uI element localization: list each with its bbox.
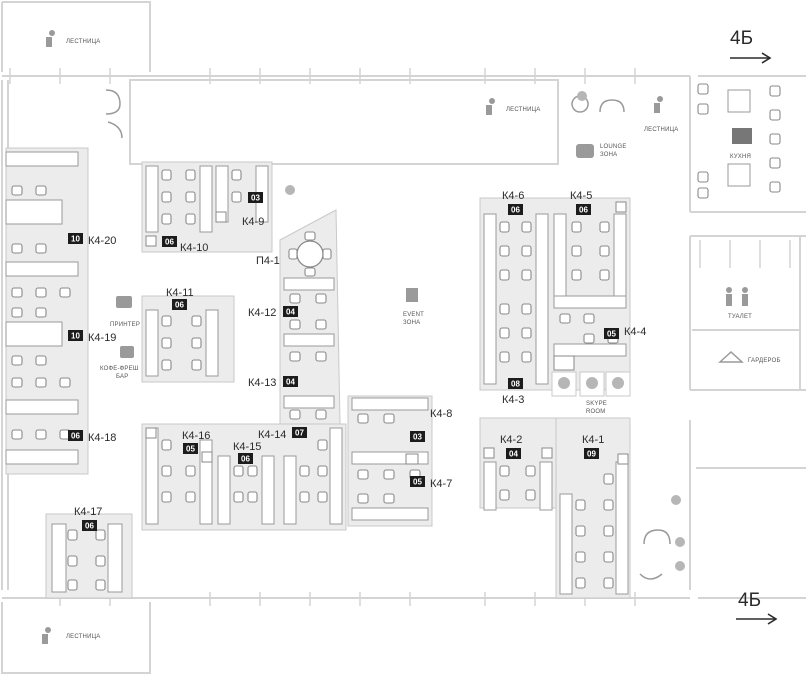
exit-label: 4Б [738,590,761,611]
room-label-k4-8[interactable]: К4-8 [430,408,452,420]
desk-count-text: 07 [295,429,304,438]
desk-count-badge: 08 [508,378,523,389]
desk-count-badge: 06 [508,204,523,215]
exit-arrow-icon [730,52,778,625]
printer-label: ПРИНТЕР [110,322,140,328]
lounge-icon [576,144,594,158]
desk-count-text: 06 [165,238,174,247]
desk-count-text: 05 [607,330,616,339]
printer-icon [116,296,132,308]
desk-count-badge: 06 [172,299,187,310]
skype-pods [551,371,631,397]
desk-count-text: 09 [587,450,596,459]
desk-count-badge: 10 [68,233,83,244]
desk-count-badge: 07 [292,427,307,438]
room-label-k4-19[interactable]: К4-19 [88,332,116,344]
room-label-k4-18[interactable]: К4-18 [88,432,116,444]
desk-count-badge: 06 [68,430,83,441]
room-label-k4-14[interactable]: К4-14 [258,429,286,441]
exit-label: 4Б [730,28,753,49]
stairs-icon [654,96,663,113]
desk-count-badge: 04 [283,306,298,317]
stairs-icon [46,30,55,47]
room-label-k4-2[interactable]: К4-2 [500,434,522,446]
desk-count-text: 06 [579,206,588,215]
room-label-k4-15[interactable]: К4-15 [233,441,261,453]
desk-count-text: 06 [71,432,80,441]
desk-count-text: 03 [413,433,422,442]
desk-count-badge: 03 [410,431,425,442]
desk-count-text: 05 [413,478,422,487]
stairs-label: ЛЕСТНИЦА [506,107,540,113]
room-label-k4-11[interactable]: К4-11 [166,287,194,299]
furniture [5,83,781,595]
desk-count-text: 04 [286,308,295,317]
desk-count-text: 04 [286,378,295,387]
toilet-label: ТУАЛЕТ [728,314,752,320]
desk-count-text: 10 [71,235,80,244]
hanger-icon [718,350,744,363]
desk-count-badge: 06 [576,204,591,215]
desk-count-badge: 06 [82,520,97,531]
desk-count-text: 04 [509,450,518,459]
desk-count-text: 10 [71,332,80,341]
desk-count-text: 06 [175,301,184,310]
desk-count-badge: 04 [506,448,521,459]
toilet-icon [726,287,748,306]
coffee-icon [120,346,134,358]
desk-count-text: 06 [85,522,94,531]
stairs-label: ЛЕСТНИЦА [66,39,100,45]
room-label-k4-16[interactable]: К4-16 [182,430,210,442]
desk-count-badge: 05 [604,328,619,339]
stairs-icon [42,627,51,644]
desk-count-badge: 09 [584,448,599,459]
room-label-k4-9[interactable]: К4-9 [242,216,264,228]
stairs-label: ЛЕСТНИЦА [66,634,100,640]
lectern-icon [406,288,418,302]
room-label-k4-12[interactable]: К4-12 [248,307,276,319]
desk-count-badge: 10 [68,330,83,341]
room-label-k4-1[interactable]: К4-1 [582,434,604,446]
kitchen-label: КУХНЯ [730,154,751,160]
desk-count-text: 08 [511,380,520,389]
room-label-k4-6[interactable]: К4-6 [502,190,524,202]
room-label-k4-5[interactable]: К4-5 [570,190,592,202]
room-label-k4-17[interactable]: К4-17 [74,506,102,518]
room-label-k4-4[interactable]: К4-4 [624,326,646,338]
desk-count-badge: 06 [162,236,177,247]
room-label-k4-7[interactable]: К4-7 [430,478,452,490]
room-label-p4-1[interactable]: П4-1 [256,255,280,267]
desk-count-badge: 04 [283,376,298,387]
desk-count-text: 06 [511,206,520,215]
desk-count-text: 06 [241,455,250,464]
plant-icon [285,91,685,571]
room-label-k4-13[interactable]: К4-13 [248,377,276,389]
wardrobe-label: ГАРДЕРОБ [748,358,781,364]
room-label-k4-3[interactable]: К4-3 [502,394,524,406]
desk-count-badge: 06 [238,453,253,464]
desk-count-text: 05 [186,445,195,454]
room-label-k4-10[interactable]: К4-10 [180,242,208,254]
desk-count-badge: 05 [410,476,425,487]
stairs-label: ЛЕСТНИЦА [644,127,678,133]
desk-count-badge: 05 [183,443,198,454]
stairs-icon [486,98,495,115]
room-label-k4-20[interactable]: К4-20 [88,235,116,247]
desk-count-badge: 03 [248,192,263,203]
desk-count-text: 03 [251,194,260,203]
